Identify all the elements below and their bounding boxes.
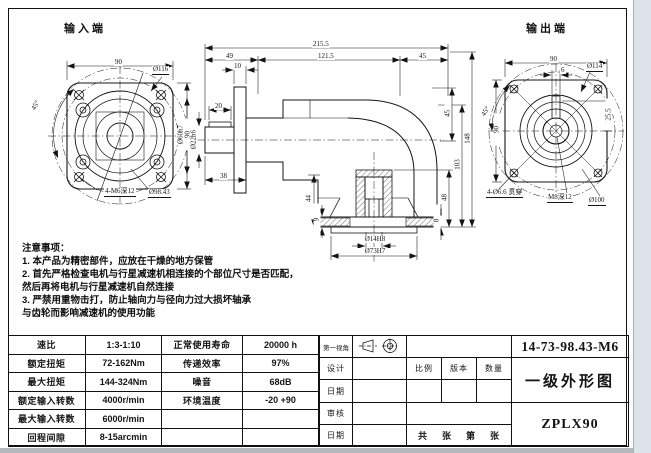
spec-value: 20000 h [243,336,319,355]
output-flange-view [488,59,624,199]
dim-output-key-width: 6 [560,66,566,74]
notes-title: 注意事项： [22,243,70,254]
spec-value: 68dB [243,373,319,392]
dim-output-corner-circle: Ø114 [586,62,604,72]
right-margin-strip [633,0,651,453]
bottom-margin-strip [0,448,633,453]
dim-height-mid: 103 [454,148,462,181]
version-label: 版本 [442,358,477,380]
note-line: 1. 本产品为精密部件，应放在干燥的地方保管 [22,256,214,267]
drawing-name: 一级外形图 [512,358,629,403]
spec-table: 速比 1:3-1:10 正常使用寿命 20000 h 额定扭矩 72-162Nm… [8,335,319,447]
note-line: 然后再将电机与行星减速机自然连接 [22,282,175,293]
input-flange-view [48,61,192,206]
dim-input-width: 90 [114,58,123,66]
title-block-empty-cell [407,336,512,358]
spec-value: 8-15arcmin [86,428,162,447]
dim-seg-left: 49 [225,52,234,60]
scale-label: 比例 [407,358,442,380]
spec-label: 正常使用寿命 [162,336,243,355]
spec-label: 噪音 [162,373,243,392]
spec-value: 6000r/min [86,410,162,429]
note-line: 3. 严禁用重物击打，防止轴向力与径向力过大损坏轴承 [22,295,252,306]
spec-label: 额定输入转数 [8,391,86,410]
dim-overall-length: 215.5 [312,40,330,48]
dim-input-pilot: Ø73H7 [356,248,394,255]
spec-label: 传递效率 [162,354,243,373]
spec-label: 最大输入转数 [8,410,86,429]
output-view-title: 输出端 [526,23,568,35]
title-block-empty-cell [407,403,512,425]
design-label: 设计 [320,358,353,380]
dim-height-lower: 48 [441,181,449,214]
spec-label [162,428,243,447]
spec-value: 72-162Nm [86,354,162,373]
design-value-cell [353,358,407,380]
label-output-center-tap: M8深12 [547,193,573,203]
notes-block: 注意事项： 1. 本产品为精密部件，应放在干燥的地方保管 2. 首先严格检查电机… [22,242,322,320]
label-input-tapped-holes: 4-M6深12 [104,187,136,197]
spec-label: 速比 [8,336,86,355]
dim-seg-right: 45 [418,52,427,60]
dim-input-corner-circle: Ø116 [152,65,170,75]
version-value-cell [442,380,477,403]
review-value-cell [353,403,407,425]
dim-output-key-height: 25.5 [605,98,613,131]
spec-value: 144-324Nm [86,373,162,392]
dim-output-shaft: Ø22h6 [190,123,198,156]
drawing-code: 14-73-98.43-M6 [512,336,629,358]
dim-flange-thickness: 10 [233,62,242,70]
spec-value: 4000r/min [86,391,162,410]
spec-value [243,410,319,429]
spec-label: 回程间隙 [8,428,86,447]
dim-shaft-length: 38 [219,172,228,180]
scale-value-cell [407,380,442,403]
title-block: 第一视角 14-73-98.43-M6 设计 比例 版本 数量 一级外形图 日期… [319,335,629,447]
label-output-through-holes: 4-Ø6.6 贯穿 [486,188,524,198]
spec-label: 最大扭矩 [8,373,86,392]
dim-output-width: 90 [549,55,558,63]
input-view-title: 输入端 [64,23,106,35]
first-angle-label: 第一视角 [320,336,353,358]
dim-flange-plate: 8 [433,204,441,237]
quantity-label: 数量 [477,358,512,380]
spec-label: 额定扭矩 [8,354,86,373]
note-line: 2. 首先严格检查电机与行星减速机相连接的个部位尺寸是否匹配， [22,269,299,280]
spec-label: 环境温度 [162,391,243,410]
dim-key-length: 20 [214,102,223,110]
dim-left-lip: 9 [313,203,321,236]
date-label-2: 日期 [320,425,353,447]
side-section-view [184,44,476,264]
dim-right-upper: 45 [444,97,452,130]
first-angle-projection-symbol [353,336,407,358]
model-number: ZPLX90 [512,403,629,447]
sheet-count: 共 张 第 张 [407,425,512,447]
dim-left-lower: 44 [305,182,313,215]
label-output-bolt-circle: Ø100 [588,196,606,206]
spec-value [243,428,319,447]
dim-height-total: 148 [464,122,472,155]
date-value-cell [353,380,407,403]
quantity-value-cell [477,380,512,403]
dim-output-height: 90 [493,113,501,146]
dim-output-pilot: Ø60h7 [177,118,185,151]
spec-label [162,410,243,429]
spec-value: 1:3-1:10 [86,336,162,355]
label-input-bolt-circle: Ø98.43 [148,188,171,198]
dim-seg-mid: 121.5 [317,52,335,60]
sheet-border [8,8,627,446]
note-line: 与齿轮而影响减速机的使用功能 [22,308,156,319]
date-value-cell [353,425,407,447]
spec-value: -20 +90 [243,391,319,410]
review-label: 审核 [320,403,353,425]
date-label-1: 日期 [320,380,353,403]
dim-input-bore: Ø14H8 [357,236,393,243]
spec-value: 97% [243,354,319,373]
